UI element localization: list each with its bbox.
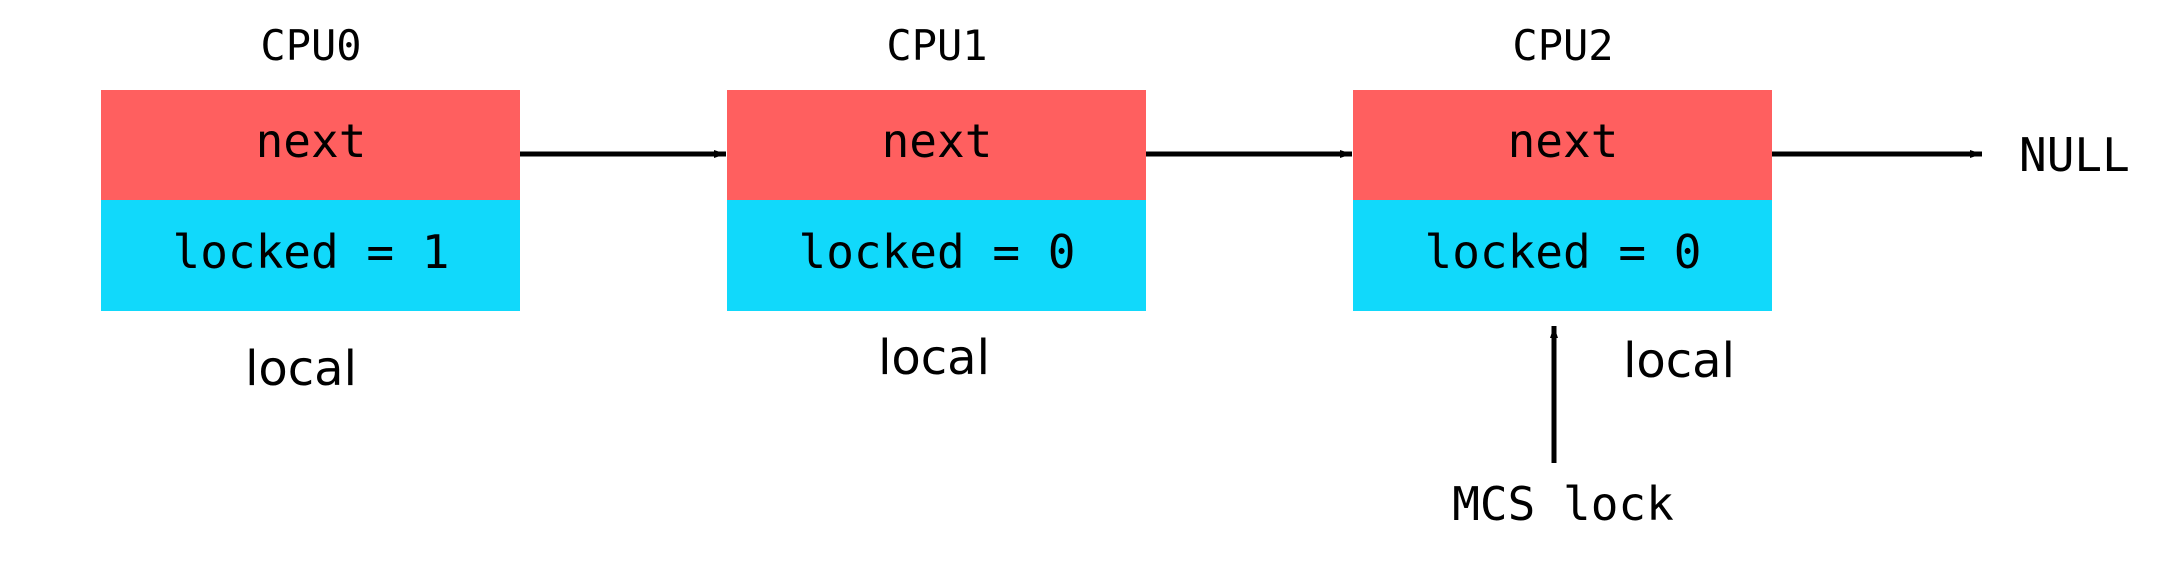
node-cpu2: CPU2 next locked = 0 local xyxy=(1353,21,1772,389)
local-label: local xyxy=(878,330,990,386)
locked-field xyxy=(1353,200,1772,311)
next-field xyxy=(1353,90,1772,200)
next-field xyxy=(727,90,1146,200)
null-label: NULL xyxy=(2019,128,2130,182)
cpu-label: CPU2 xyxy=(1512,21,1613,70)
node-cpu0: CPU0 next locked = 1 local xyxy=(101,21,520,397)
cpu-label: CPU1 xyxy=(886,21,987,70)
node-cpu1: CPU1 next locked = 0 local xyxy=(727,21,1146,386)
next-label: next xyxy=(256,114,367,168)
locked-field xyxy=(101,200,520,311)
locked-label: locked = 1 xyxy=(173,225,450,279)
locked-field xyxy=(727,200,1146,311)
cpu-label: CPU0 xyxy=(260,21,361,70)
next-label: next xyxy=(882,114,993,168)
mcs-lock-label: MCS lock xyxy=(1452,477,1674,531)
next-label: next xyxy=(1508,114,1619,168)
local-label: local xyxy=(1623,333,1735,389)
local-label: local xyxy=(245,341,357,397)
next-field xyxy=(101,90,520,200)
locked-label: locked = 0 xyxy=(799,225,1076,279)
locked-label: locked = 0 xyxy=(1425,225,1702,279)
